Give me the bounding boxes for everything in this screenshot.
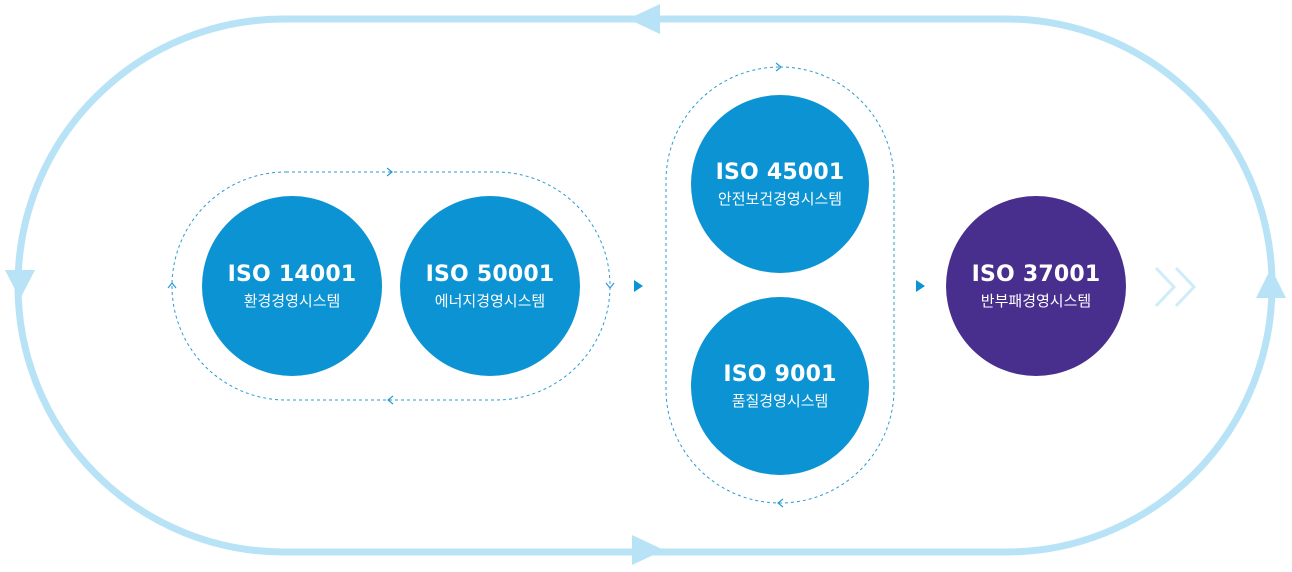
node-iso-37001: ISO 37001 반부패경영시스템 xyxy=(946,196,1126,376)
outer-loop-bottom-arrow-icon xyxy=(632,535,664,565)
outer-loop-left-arrow-icon xyxy=(5,270,35,299)
node-name: 반부패경영시스템 xyxy=(980,292,1092,311)
node-name: 품질경영시스템 xyxy=(731,392,829,411)
flow-arrow-1-icon xyxy=(634,280,643,292)
node-iso-50001: ISO 50001 에너지경영시스템 xyxy=(400,196,580,376)
flow-arrow-2-icon xyxy=(916,280,925,292)
node-name: 에너지경영시스템 xyxy=(434,292,546,311)
node-iso-9001: ISO 9001 품질경영시스템 xyxy=(691,297,869,475)
node-code: ISO 50001 xyxy=(425,261,555,287)
left-cycle-right-chevron-icon xyxy=(605,282,615,289)
outer-loop-top-arrow-icon xyxy=(628,4,660,34)
node-code: ISO 37001 xyxy=(971,261,1101,287)
continuation-chevron-1-icon xyxy=(1154,266,1177,308)
middle-cycle-top-chevron-icon xyxy=(775,62,782,72)
left-cycle-left-chevron-icon xyxy=(167,282,177,289)
left-cycle-loop xyxy=(171,171,611,401)
left-cycle-bottom-chevron-icon xyxy=(387,395,394,405)
middle-cycle-bottom-chevron-icon xyxy=(777,498,784,508)
outer-loop-right-arrow-icon xyxy=(1256,268,1286,298)
node-code: ISO 45001 xyxy=(715,159,845,185)
node-code: ISO 9001 xyxy=(723,361,837,387)
node-code: ISO 14001 xyxy=(227,261,357,287)
middle-cycle-loop xyxy=(665,66,895,504)
node-iso-14001: ISO 14001 환경경영시스템 xyxy=(202,196,382,376)
node-iso-45001: ISO 45001 안전보건경영시스템 xyxy=(691,95,869,273)
node-name: 환경경영시스템 xyxy=(243,292,341,311)
continuation-chevron-2-icon xyxy=(1174,266,1197,308)
node-name: 안전보건경영시스템 xyxy=(717,190,843,209)
left-cycle-top-chevron-icon xyxy=(386,167,393,177)
